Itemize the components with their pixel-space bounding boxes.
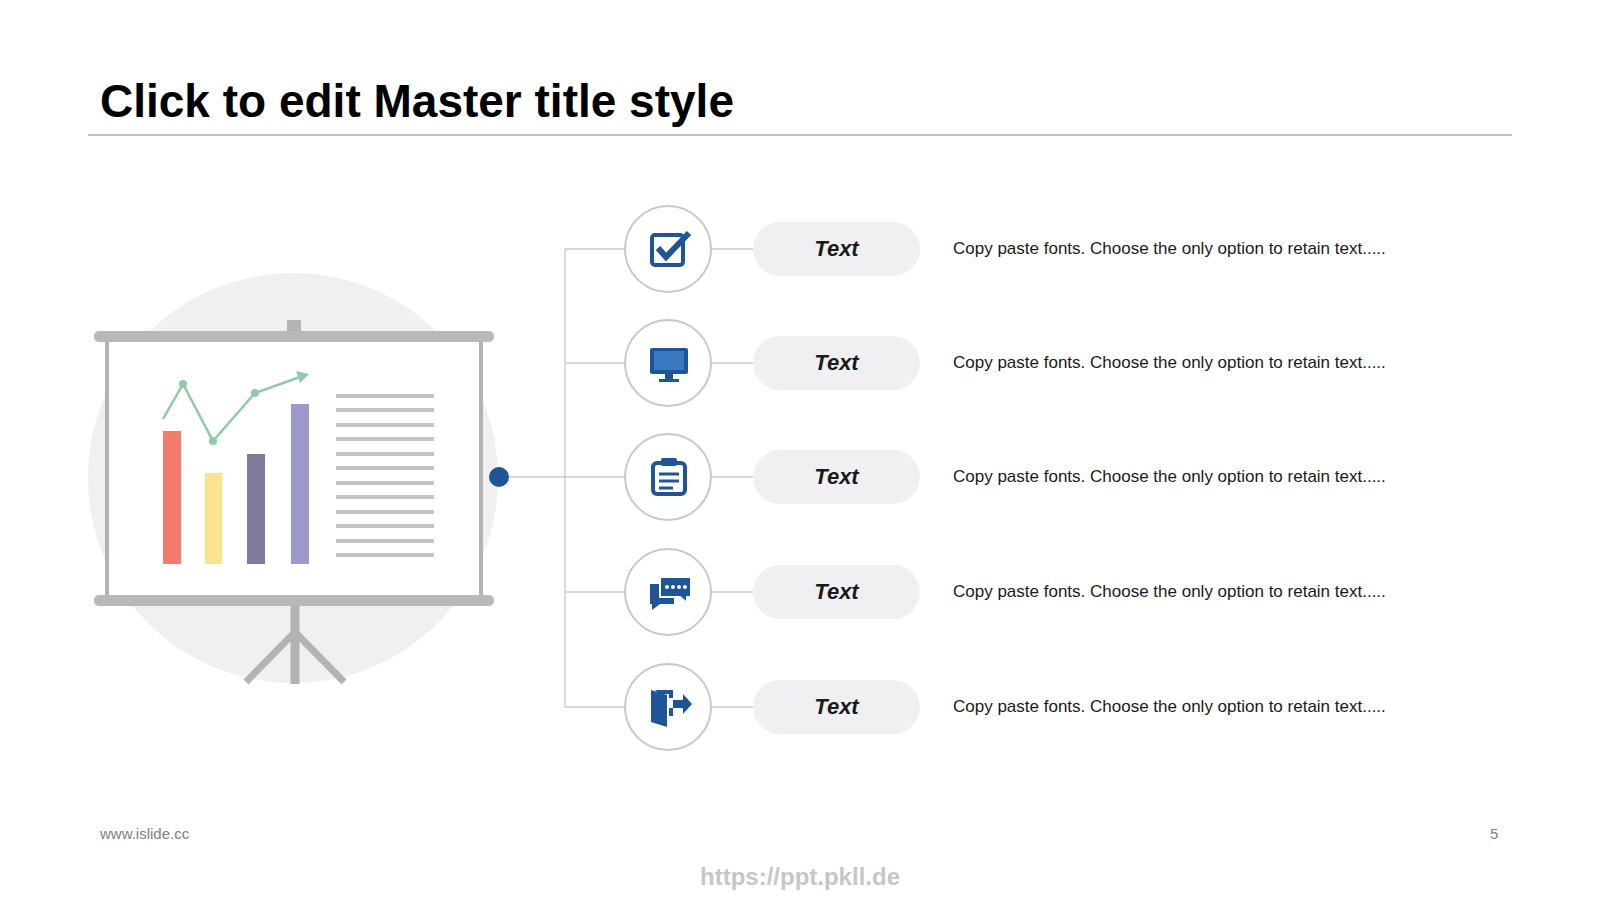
pill-text: Text bbox=[814, 464, 858, 490]
chat-icon bbox=[650, 577, 691, 610]
description-text: Copy paste fonts. Choose the only option… bbox=[953, 582, 1386, 602]
presentation-board bbox=[94, 320, 494, 684]
hub-dot bbox=[489, 467, 509, 487]
label-pill: Text bbox=[753, 565, 920, 619]
title-rule bbox=[88, 134, 1512, 135]
page-number: 5 bbox=[1490, 825, 1498, 842]
monitor-icon bbox=[650, 348, 688, 382]
description-text: Copy paste fonts. Choose the only option… bbox=[953, 467, 1386, 487]
description-text: Copy paste fonts. Choose the only option… bbox=[953, 239, 1386, 259]
clipboard-icon bbox=[653, 458, 685, 494]
pill-text: Text bbox=[814, 236, 858, 262]
label-pill: Text bbox=[753, 222, 920, 276]
description-text: Copy paste fonts. Choose the only option… bbox=[953, 353, 1386, 373]
backdrop-circle bbox=[88, 273, 498, 683]
exit-icon bbox=[651, 690, 692, 727]
pill-text: Text bbox=[814, 579, 858, 605]
label-pill: Text bbox=[753, 450, 920, 504]
slide-title: Click to edit Master title style bbox=[100, 74, 734, 128]
pill-text: Text bbox=[814, 694, 858, 720]
branch-lines bbox=[505, 249, 753, 707]
check-icon bbox=[652, 233, 689, 265]
label-pill: Text bbox=[753, 336, 920, 390]
description-text: Copy paste fonts. Choose the only option… bbox=[953, 697, 1386, 717]
label-pill: Text bbox=[753, 680, 920, 734]
footer-url: www.islide.cc bbox=[100, 825, 189, 842]
pill-text: Text bbox=[814, 350, 858, 376]
icon-circles bbox=[625, 206, 711, 750]
watermark: https://ppt.pkll.de bbox=[700, 863, 900, 891]
